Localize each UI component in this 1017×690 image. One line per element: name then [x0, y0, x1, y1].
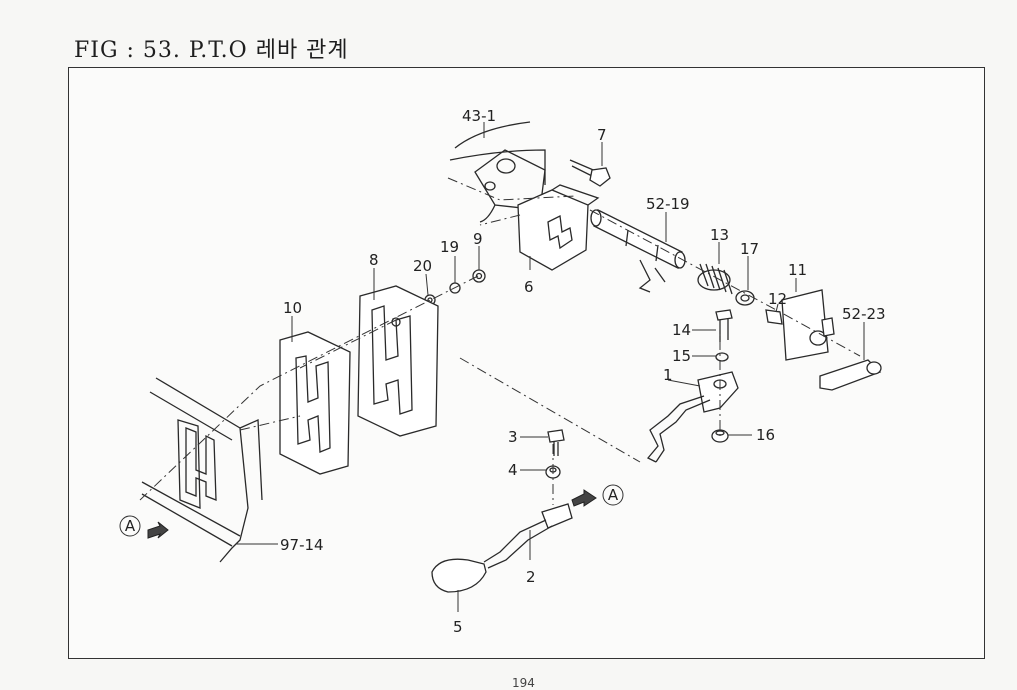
- connector-a-left-circle: [119, 515, 141, 537]
- connector-a-right: [571, 489, 597, 507]
- bracket-11: [781, 289, 835, 361]
- collar-12: [765, 309, 783, 325]
- callout-8: 8: [369, 251, 379, 269]
- callout-9: 9: [473, 230, 483, 248]
- figure-title: FIG : 53. P.T.O 레바 관계: [74, 38, 349, 63]
- callout-97-14: 97-14: [280, 536, 324, 554]
- callout-14: 14: [672, 321, 691, 339]
- guide-plate-6: [517, 184, 600, 271]
- callout-13: 13: [710, 226, 729, 244]
- pin-3: [547, 429, 565, 456]
- callout-labels: 43-1 7 52-19 13 17 11 12 52-23 6 9 19 20…: [280, 107, 886, 636]
- washer-15: [715, 352, 729, 362]
- callout-2: 2: [526, 568, 536, 586]
- leader-lines: [236, 122, 865, 612]
- washer-17-hole: [740, 294, 750, 302]
- callout-52-23: 52-23: [842, 305, 886, 323]
- callout-4: 4: [508, 461, 518, 479]
- callout-12: 12: [768, 290, 787, 308]
- callout-6: 6: [524, 278, 534, 296]
- gate-plate-10: [279, 331, 351, 475]
- bolt-7: [569, 159, 611, 187]
- connector-a-right-label: A: [608, 486, 619, 504]
- arm-52-23: [819, 359, 882, 391]
- connector-a-left-label: A: [125, 517, 136, 535]
- callout-5: 5: [453, 618, 463, 636]
- callout-52-19: 52-19: [646, 195, 690, 213]
- axis-lines: [139, 177, 861, 505]
- panel-97-14: [141, 377, 263, 563]
- callout-1: 1: [663, 366, 673, 384]
- callout-3: 3: [508, 428, 518, 446]
- lever-rod-2: [483, 503, 573, 569]
- callout-10: 10: [283, 299, 302, 317]
- callout-20: 20: [413, 257, 432, 275]
- shaft-52-19: [590, 209, 686, 293]
- page-number: 194: [512, 676, 535, 690]
- connector-a-right-circle: [602, 484, 624, 506]
- callout-11: 11: [788, 261, 807, 279]
- gate-plate-8: [357, 285, 439, 437]
- callout-43-1: 43-1: [462, 107, 496, 125]
- callout-16: 16: [756, 426, 775, 444]
- callout-17: 17: [740, 240, 759, 258]
- lever-1: [646, 371, 739, 463]
- housing-43-1: [449, 121, 546, 223]
- callout-19: 19: [440, 238, 459, 256]
- callout-7: 7: [597, 126, 607, 144]
- bolt-14: [715, 309, 733, 342]
- spring-13: [697, 263, 733, 295]
- callout-15: 15: [672, 347, 691, 365]
- knob-5: [431, 558, 487, 593]
- connector-a-left: [147, 521, 169, 539]
